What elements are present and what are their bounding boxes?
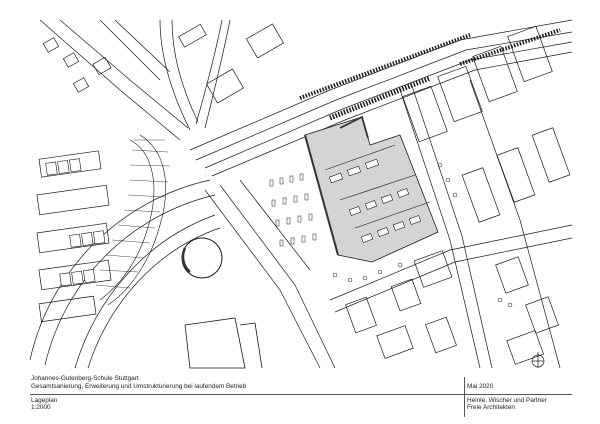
residential-blocks-ne — [402, 25, 571, 223]
plan-date: Mai 2020 — [467, 383, 494, 390]
architect-firm-type: Freie Architekten — [467, 404, 515, 411]
project-description: Gesamtsanierung, Erweiterung und Umstruk… — [31, 383, 247, 390]
school-complex-highlight — [304, 115, 439, 263]
title-divider-vertical — [464, 377, 465, 417]
residential-blocks-west — [36, 150, 112, 323]
curved-road — [29, 179, 211, 361]
project-name: Johannes-Gutenberg-Schule Stuttgart — [31, 375, 139, 382]
title-divider-top — [30, 394, 572, 395]
architect-name: Heinle, Wischer und Partner — [467, 397, 547, 404]
north-arrow-icon — [531, 352, 545, 368]
parking-strip — [299, 28, 561, 121]
schoolyard-parking — [269, 173, 317, 247]
round-building — [181, 237, 223, 279]
plan-type: Lageplan — [31, 397, 58, 404]
main-road — [189, 19, 573, 151]
plan-scale: 1:2000 — [31, 404, 51, 411]
